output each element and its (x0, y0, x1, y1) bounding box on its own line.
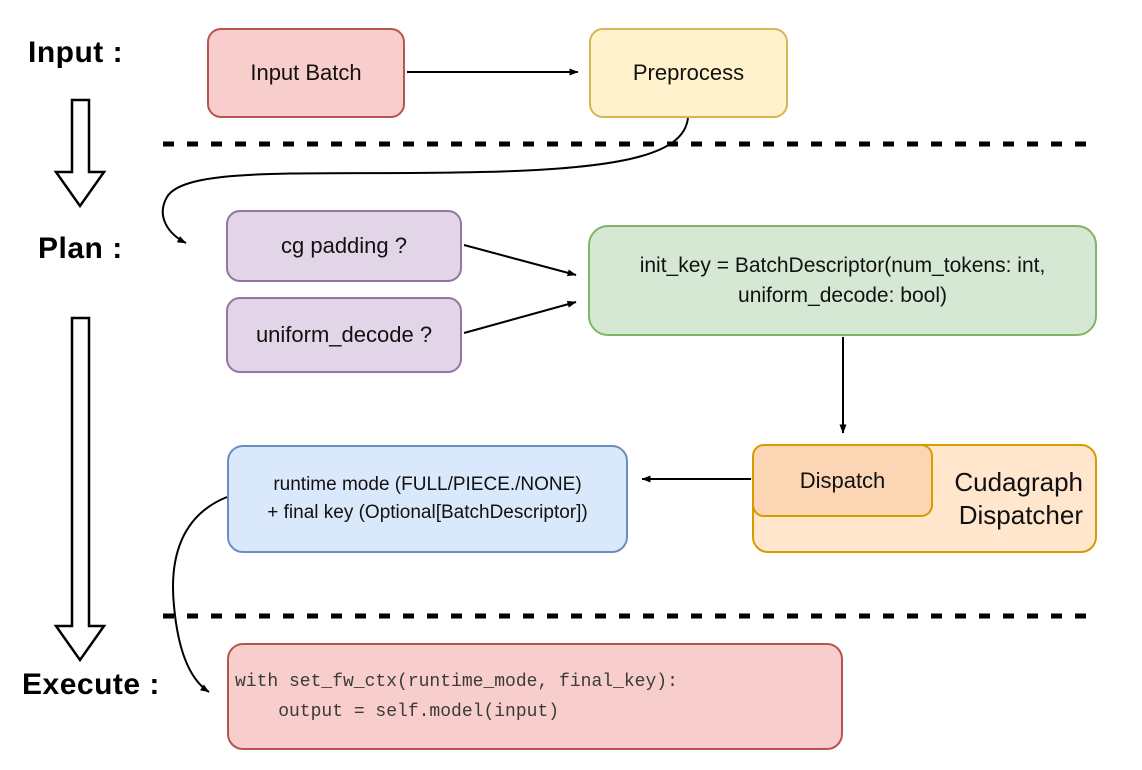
hollow-arrow-input-to-plan (53, 98, 107, 209)
arrow-preprocess-to-cg-padding (161, 117, 689, 244)
arrow-runtime-mode-to-execute-code (172, 496, 228, 693)
hollow-arrow-plan-to-execute (53, 316, 107, 663)
arrow-cg-padding-to-init-key (463, 244, 577, 277)
arrow-uniform-decode-to-init-key (463, 300, 577, 334)
